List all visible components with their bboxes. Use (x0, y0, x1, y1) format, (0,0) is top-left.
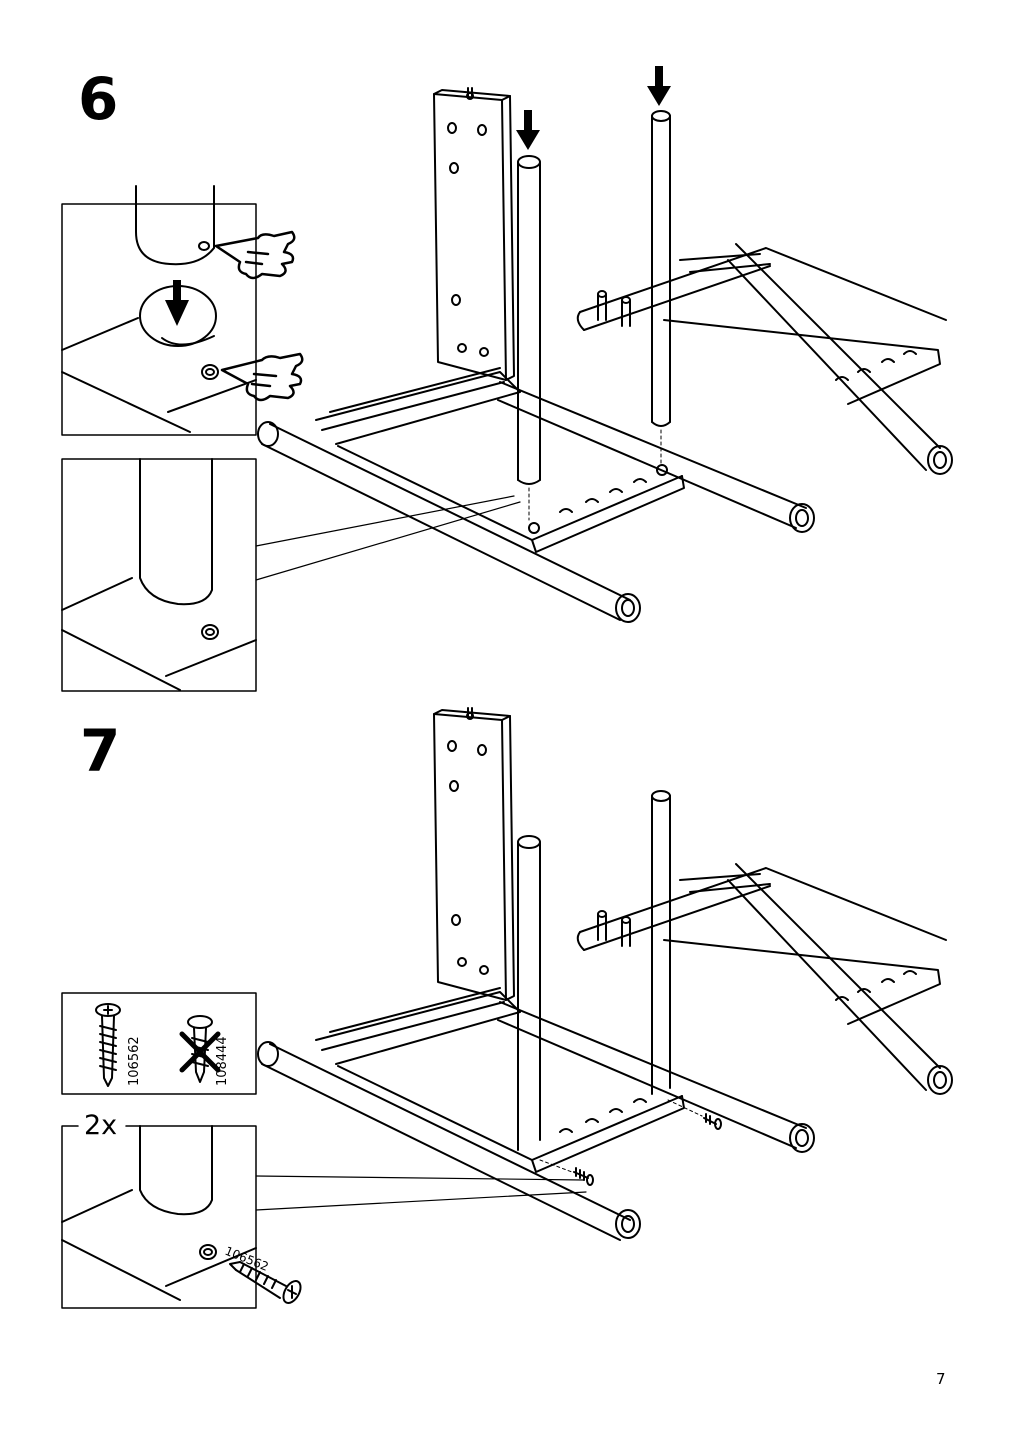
screw-identification-box (61, 992, 257, 1095)
down-arrow-icon (165, 280, 189, 326)
step-7-number: 7 (80, 717, 121, 785)
step-6-number: 6 (78, 65, 119, 133)
screw-icon (229, 1261, 302, 1304)
quantity-label: 2x (80, 1112, 122, 1139)
step6-detail-insert (61, 185, 304, 436)
wrong-screw-label: 108444 (215, 1036, 230, 1086)
x-mark-icon (179, 1031, 221, 1073)
detail-screw-label: 106562 (223, 1244, 271, 1274)
pointing-hand-icon (214, 230, 296, 280)
chair-frame-step6 (257, 66, 953, 623)
page-number: 7 (936, 1370, 946, 1388)
step7-detail-screw (61, 1125, 302, 1309)
correct-screw-label: 106562 (127, 1036, 142, 1086)
step6-detail-inserted (61, 458, 257, 692)
down-arrow-icon (516, 66, 671, 150)
pointing-hand-icon (220, 352, 304, 402)
screw-icon (95, 1003, 121, 1087)
chair-frame-step7 (257, 707, 953, 1241)
